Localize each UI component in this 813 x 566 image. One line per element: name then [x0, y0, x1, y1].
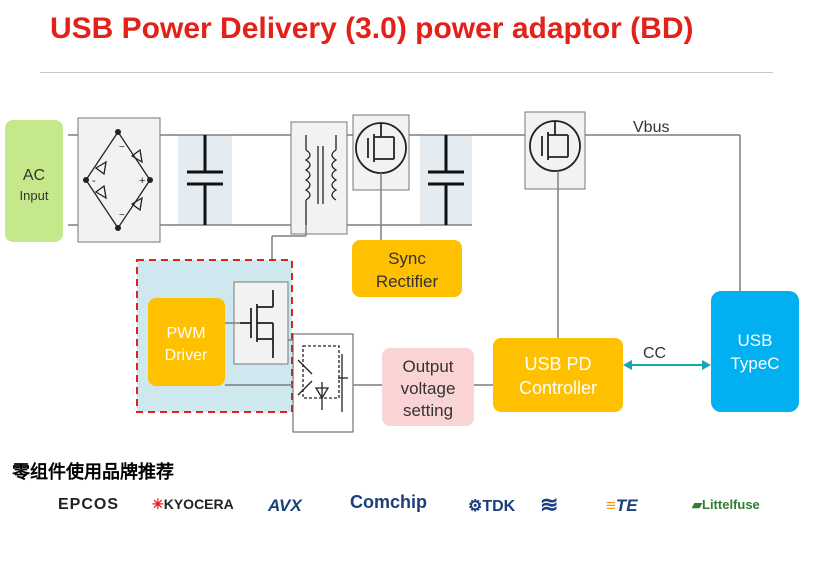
bridge-tilde-bottom: ~ [119, 210, 125, 221]
optocoupler-box [292, 333, 354, 433]
brand-kyocera-text: KYOCERA [163, 496, 234, 512]
cc-arrow-right [702, 360, 711, 370]
bridge-minus: - [92, 175, 96, 187]
brand-te-text: TE [615, 496, 638, 515]
pwm-driver-block [148, 298, 225, 386]
brand-te: ≡TE [606, 496, 638, 516]
brand-kyocera: ✳KYOCERA [152, 496, 234, 513]
title-divider [40, 72, 773, 73]
sync-rectifier-block [352, 240, 462, 297]
brand-swoosh-logo-icon: ≋ [540, 492, 559, 517]
te-logo-icon: ≡ [606, 496, 616, 515]
brand-littelfuse-text: Littelfuse [702, 497, 760, 512]
brand-littelfuse: ▰Littelfuse [692, 497, 760, 513]
cc-label: CC [643, 345, 666, 362]
bridge-node-left [83, 177, 89, 183]
pwm-driver-line2: Driver [165, 347, 208, 364]
bridge-diodes [94, 148, 143, 212]
cc-arrow-left [623, 360, 632, 370]
mosfet-2-symbol [541, 121, 569, 160]
sync-rectifier-line1: Sync [388, 249, 426, 268]
tdk-logo-icon: ⚙ [468, 498, 483, 515]
bridge-node-right [147, 177, 153, 183]
brand-tdk-text: TDK [482, 498, 516, 515]
brand-tdk: ⚙TDK [468, 496, 515, 516]
brand-comchip: Comchip [350, 492, 428, 512]
bridge-node-top [115, 129, 121, 135]
usb-pd-controller-block [493, 338, 623, 412]
mosfet-1-symbol [367, 123, 395, 162]
brand-epcos: EPCOS [58, 496, 120, 513]
bridge-plus: + [139, 175, 145, 187]
optocoupler-symbol [297, 345, 348, 412]
brand-avx: AVX [268, 496, 302, 515]
output-voltage-block [382, 348, 474, 426]
ac-input-label-line1: AC [23, 167, 45, 184]
bridge-tilde-top: ~ [119, 142, 125, 153]
primary-mosfet-symbol [240, 290, 274, 358]
ac-input-block [5, 120, 63, 242]
bridge-rectifier-box [77, 117, 161, 243]
kyocera-logo-icon: ✳ [152, 496, 164, 512]
capacitor-1 [187, 135, 223, 225]
littelfuse-logo-icon: ▰ [692, 497, 702, 512]
ac-input-label-line2: Input [20, 188, 49, 203]
page-title: USB Power Delivery (3.0) power adaptor (… [50, 12, 694, 45]
transformer [304, 135, 338, 225]
usb-typec-line1: USB [738, 331, 773, 350]
pwm-driver-line1: PWM [166, 325, 205, 342]
brands-title: 零组件使用品牌推荐 [12, 462, 174, 483]
vbus-label: Vbus [633, 119, 669, 136]
capacitor-2 [428, 135, 464, 225]
output-voltage-line3: setting [403, 401, 453, 420]
sync-rectifier-line2: Rectifier [376, 272, 439, 291]
usb-pd-controller-line1: USB PD [524, 354, 591, 374]
transformer-box [290, 121, 348, 235]
usb-typec-line2: TypeC [730, 354, 779, 373]
output-voltage-line1: Output [402, 357, 453, 376]
usb-typec-block [711, 291, 799, 412]
usb-pd-controller-line2: Controller [519, 378, 597, 398]
output-voltage-line2: voltage [401, 379, 456, 398]
bridge-node-bottom [115, 225, 121, 231]
